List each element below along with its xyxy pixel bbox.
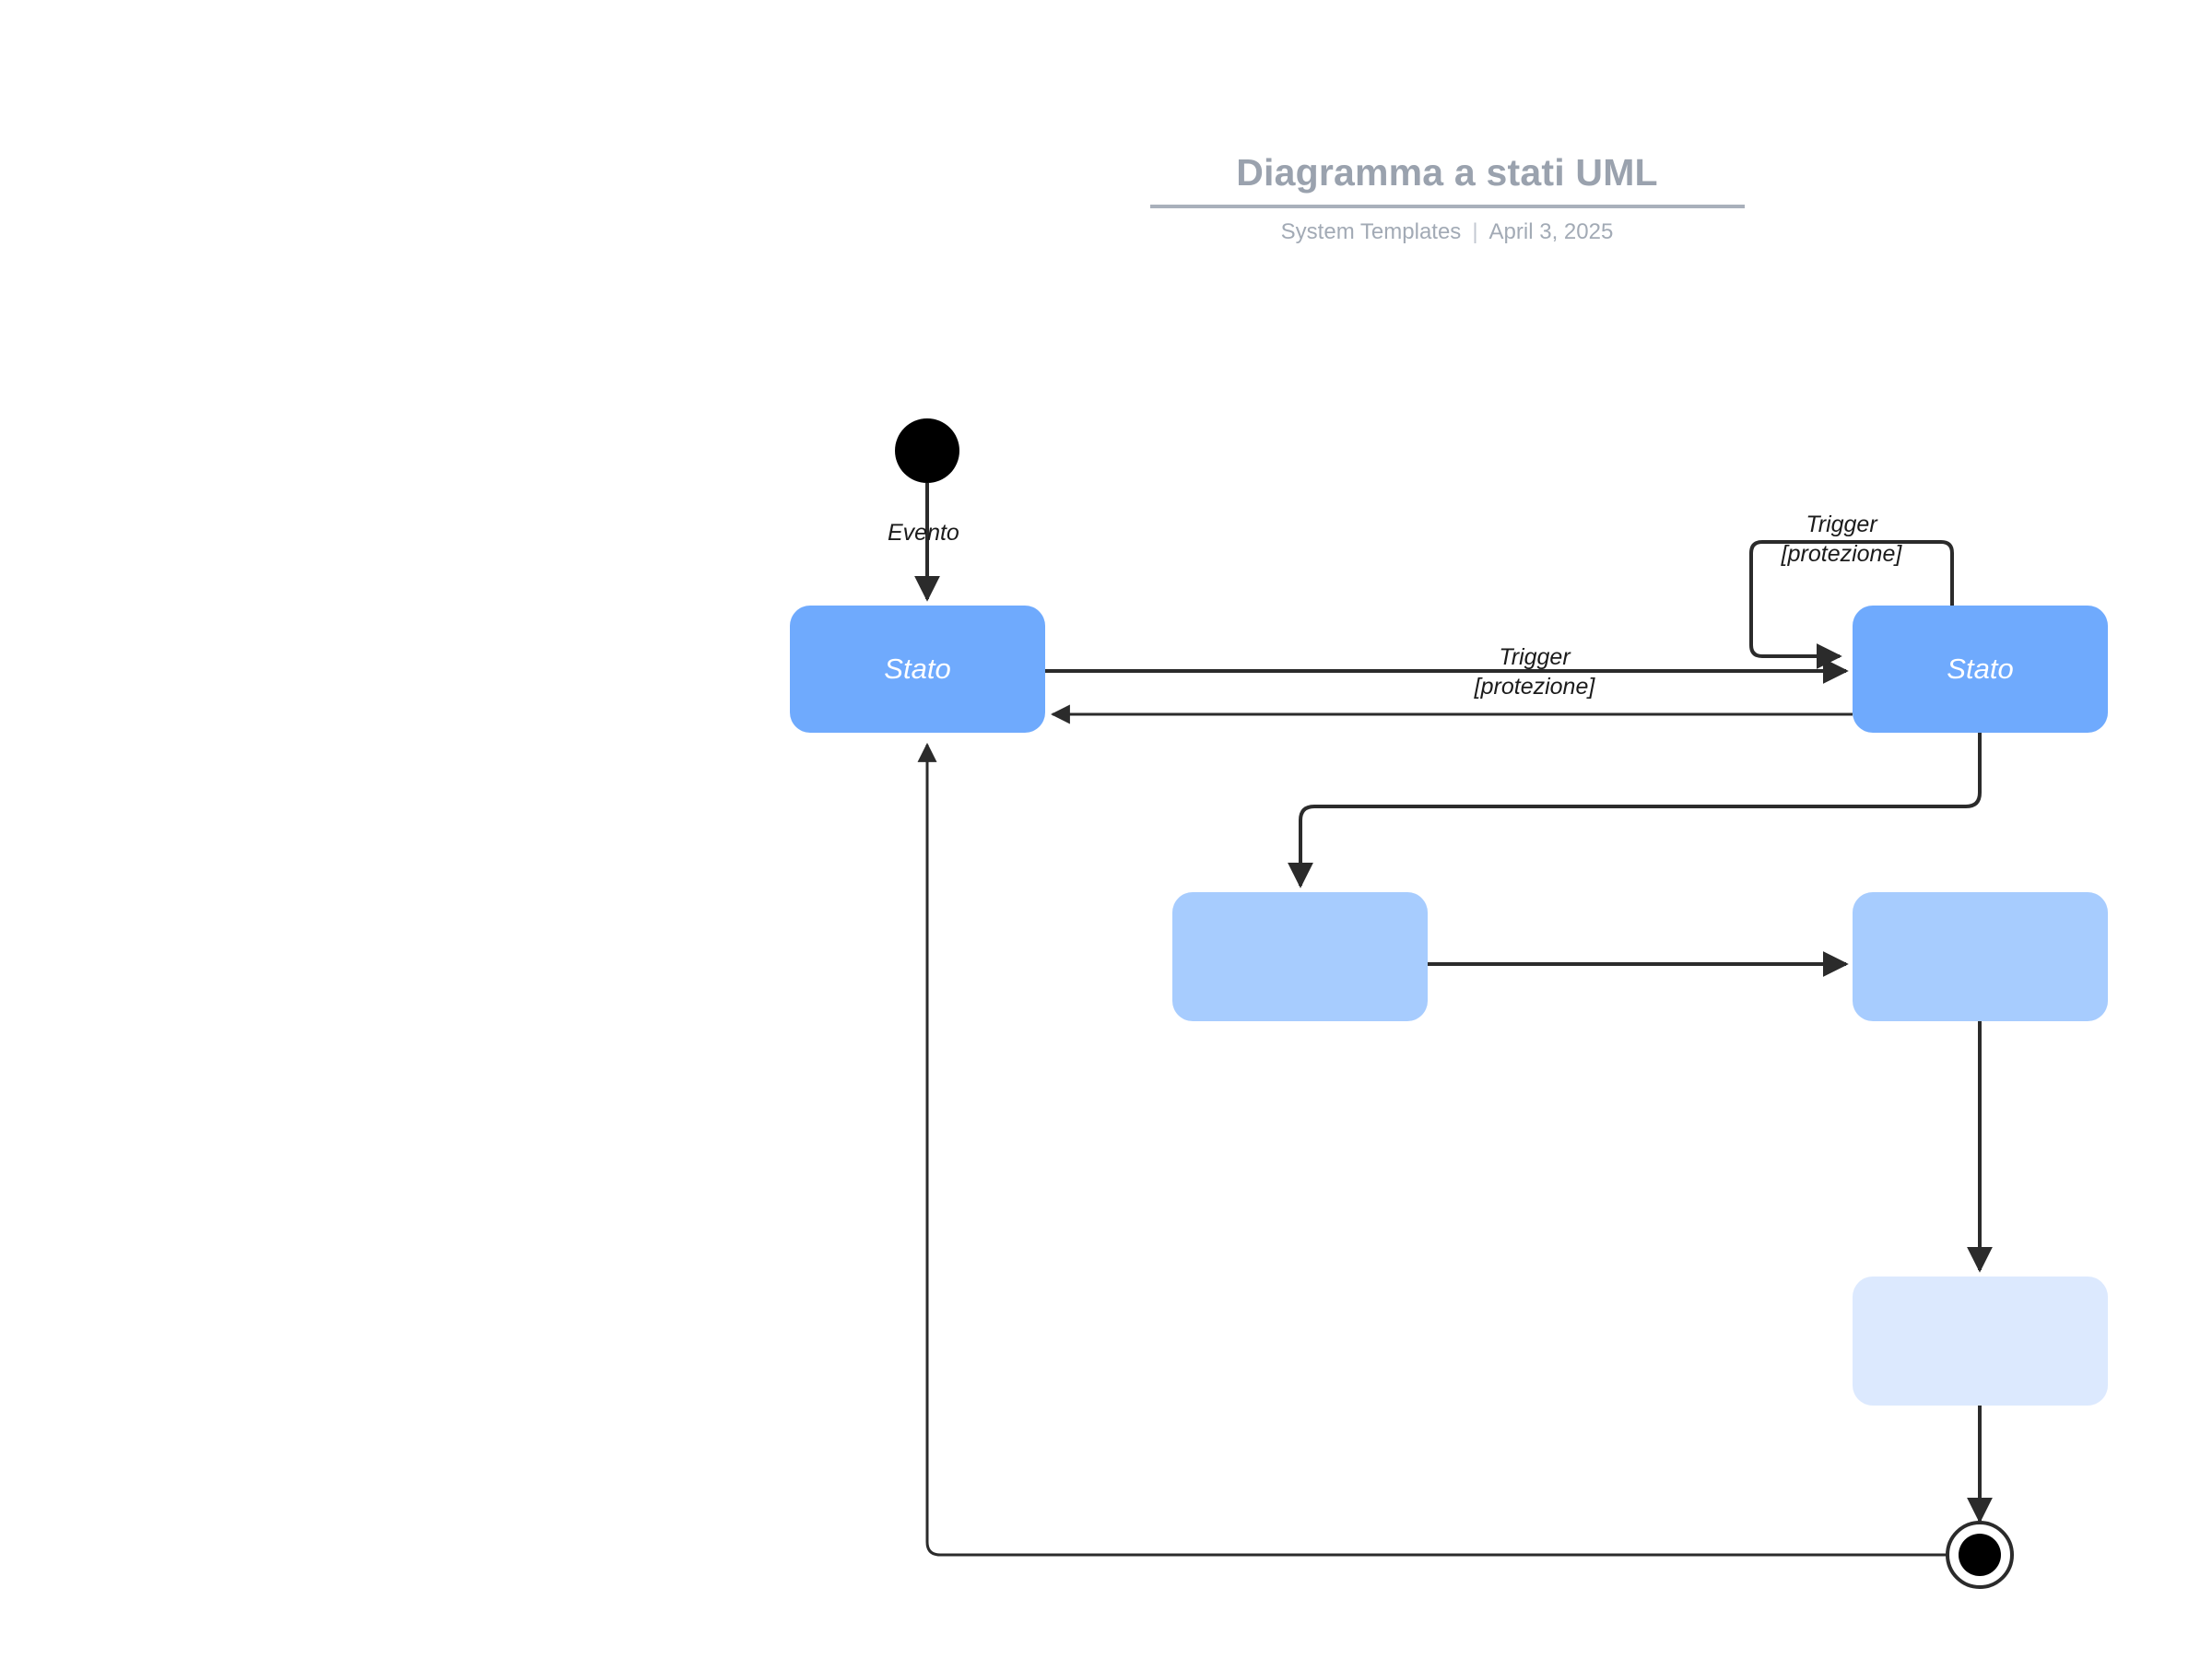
final-state-node [1959, 1534, 2001, 1576]
edge-label-line2: [protezione] [1474, 674, 1595, 700]
edge-label-line2: [protezione] [1781, 541, 1902, 567]
edge-label-selfloop-trigger-protezione: Trigger [protezione] [1754, 510, 1929, 569]
edge-state-b-self-loop [1749, 540, 1954, 669]
initial-state-node [895, 418, 959, 483]
document-subtitle: System Templates | April 3, 2025 [1147, 219, 1747, 245]
state-node-stato-b[interactable]: Stato [1853, 606, 2108, 733]
edge-state-b-to-state-c [1288, 733, 1982, 888]
page-title: Diagramma a stati UML [1236, 151, 1658, 194]
edge-label-line1: Trigger [1499, 644, 1571, 670]
edge-final-to-state-a [917, 742, 1947, 1557]
subtitle-separator: | [1472, 219, 1478, 244]
state-node-stato-a[interactable]: Stato [790, 606, 1045, 733]
edge-label-evento: Evento [888, 520, 959, 546]
edge-label-line1: Trigger [1806, 512, 1877, 537]
title-divider [1150, 205, 1745, 208]
state-node-d[interactable] [1853, 892, 2108, 1021]
state-node-c[interactable] [1172, 892, 1428, 1021]
subtitle-date: April 3, 2025 [1488, 219, 1614, 244]
state-node-e[interactable] [1853, 1277, 2108, 1406]
state-label: Stato [1947, 653, 2014, 685]
edge-label-trigger-protezione: Trigger [protezione] [1424, 642, 1645, 701]
subtitle-source: System Templates [1280, 219, 1462, 244]
state-label: Stato [884, 653, 951, 685]
